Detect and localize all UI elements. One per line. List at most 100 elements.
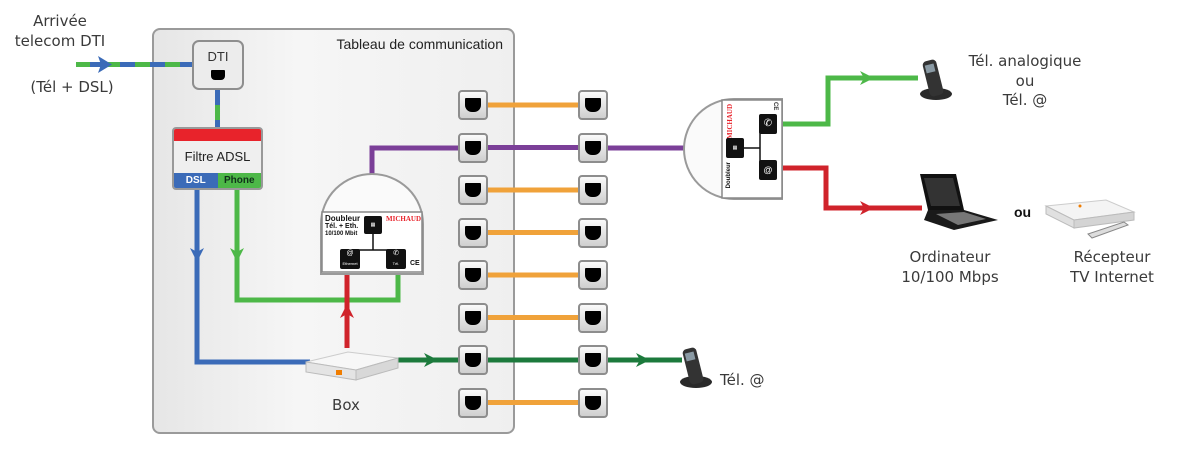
rj45-socket-icon xyxy=(585,310,601,325)
rj45-socket-icon xyxy=(465,395,481,410)
rj45-port-right[interactable] xyxy=(578,387,608,418)
prise-rj45-icon: ▦ xyxy=(364,216,382,234)
computer-label: Ordinateur 10/100 Mbps xyxy=(880,248,1020,287)
dsl-line xyxy=(194,190,310,365)
doubleur-right-text: Doubleur xyxy=(726,162,732,189)
rj45-port-right[interactable] xyxy=(578,302,608,333)
prise-rj45-icon-right: ▦ xyxy=(726,138,744,158)
rj45-port-left[interactable] xyxy=(458,345,488,375)
phone-arrow xyxy=(230,248,244,262)
doubleur-left-text: Doubleur Tél. + Eth. 10/100 Mbit xyxy=(325,214,360,237)
cordless-phone-bottom[interactable] xyxy=(674,340,714,390)
dti-filter-line xyxy=(215,90,220,128)
or-label: ou xyxy=(1014,204,1032,220)
rj45-socket-icon xyxy=(465,310,481,325)
laptop-computer[interactable] xyxy=(914,172,998,230)
telephone-port-icon: ✆ Tél. xyxy=(386,249,406,269)
rj45-socket-icon xyxy=(585,183,601,197)
purple-line-left xyxy=(369,145,460,178)
rj45-port-right[interactable] xyxy=(578,217,608,248)
rj45-port-left[interactable] xyxy=(458,132,488,163)
rj45-port-left[interactable] xyxy=(458,217,488,248)
computer-label-line1: Ordinateur xyxy=(909,248,991,266)
rj45-socket-icon xyxy=(585,98,601,112)
rj45-socket-icon xyxy=(585,395,601,410)
filter-label: Filtre ADSL xyxy=(184,149,251,164)
phone-line xyxy=(234,190,401,303)
tv-receiver[interactable] xyxy=(1044,192,1136,240)
rj45-port-right[interactable] xyxy=(578,260,608,290)
phone-icon xyxy=(920,59,952,100)
rj45-socket-icon xyxy=(465,268,481,282)
dti-box[interactable]: DTI xyxy=(192,40,244,90)
computer-label-line2: 10/100 Mbps xyxy=(901,267,999,286)
box-label: Box xyxy=(332,396,360,414)
ethernet-port-icon: @ Ethernet xyxy=(340,249,360,269)
rj45-port-left[interactable] xyxy=(458,175,488,205)
doubleur-computer-line xyxy=(782,165,922,211)
doubleur-line2: Tél. + Eth. xyxy=(325,223,359,231)
internet-box[interactable] xyxy=(302,342,400,382)
rj45-socket-icon xyxy=(585,353,601,367)
phone-top-label-line2: ou xyxy=(1015,71,1035,90)
incoming-subtitle: (Tél + DSL) xyxy=(30,78,114,96)
rj45-socket-icon xyxy=(585,225,601,240)
rj45-socket-icon xyxy=(465,225,481,240)
rj45-port-left[interactable] xyxy=(458,260,488,290)
dti-label: DTI xyxy=(207,49,229,64)
incoming-line xyxy=(76,62,194,67)
ethernet-port-icon-right: @ xyxy=(759,160,777,180)
rj45-port-right[interactable] xyxy=(578,132,608,163)
rj45-socket-icon xyxy=(585,268,601,282)
cordless-phone-top[interactable] xyxy=(914,52,954,102)
phone-bottom-label: Tél. @ xyxy=(720,371,765,389)
phone-top-label-line3: Tél. @ xyxy=(1002,91,1048,109)
rj45-port-left[interactable] xyxy=(458,387,488,418)
doubleur-line3: 10/100 Mbit xyxy=(325,230,358,237)
incoming-title-line1: Arrivée xyxy=(33,12,87,30)
filter-port-dsl: DSL xyxy=(174,173,218,188)
doubleur-computer-arrow xyxy=(860,201,874,215)
doubleur-left-brand: MICHAUD xyxy=(386,215,421,223)
doubleur-left[interactable]: Doubleur Tél. + Eth. 10/100 Mbit MICHAUD… xyxy=(318,172,426,276)
doubleur-right[interactable]: MICHAUD ▦ ✆ @ Doubleur CE xyxy=(682,96,786,202)
ce-mark: CE xyxy=(410,260,420,267)
rj45-socket-icon xyxy=(465,353,481,367)
adsl-filter[interactable]: Filtre ADSL DSL Phone xyxy=(172,127,263,190)
rj45-port-left[interactable] xyxy=(458,90,488,120)
incoming-arrow xyxy=(98,56,112,73)
rj45-socket-icon xyxy=(465,98,481,112)
filter-red-band xyxy=(174,129,261,141)
rj45-port-right[interactable] xyxy=(578,175,608,205)
incoming-title: Arrivée telecom DTI xyxy=(14,12,106,51)
panel-title: Tableau de communication xyxy=(336,36,503,52)
receiver-label-line2: TV Internet xyxy=(1070,267,1154,286)
box-port-arrow xyxy=(424,353,438,367)
rj45-port-left[interactable] xyxy=(458,302,488,333)
tv-receiver-icon xyxy=(1044,199,1136,239)
box-doubleur-arrow xyxy=(340,304,354,318)
rj45-port-right[interactable] xyxy=(578,345,608,375)
telephone-glyph: ✆ xyxy=(393,250,399,257)
doubleur-right-brand: MICHAUD xyxy=(726,104,734,139)
doubleur-phone-arrow xyxy=(860,71,874,85)
rj45-socket-icon xyxy=(465,183,481,197)
dsl-arrow xyxy=(190,248,204,262)
rj-jack-icon xyxy=(211,70,225,80)
phone-top-label-line1: Tél. analogique xyxy=(968,52,1082,70)
ethernet-port-label: Ethernet xyxy=(342,261,358,266)
phone-top-label: Tél. analogique ou Tél. @ xyxy=(955,52,1095,111)
incoming-title-line2: telecom DTI xyxy=(14,31,106,50)
filter-port-phone: Phone xyxy=(217,173,261,188)
receiver-label: Récepteur TV Internet xyxy=(1044,248,1180,287)
ethernet-at-glyph: @ xyxy=(346,250,354,257)
rj45-socket-icon xyxy=(465,140,481,155)
rj45-port-right[interactable] xyxy=(578,90,608,120)
rj45-socket-icon xyxy=(585,140,601,155)
phone-icon xyxy=(680,347,712,388)
box-icon xyxy=(305,351,399,381)
telephone-port-icon-right: ✆ xyxy=(759,114,777,134)
ce-mark-right: CE xyxy=(772,102,778,111)
doubleur-phone-line xyxy=(782,75,918,127)
